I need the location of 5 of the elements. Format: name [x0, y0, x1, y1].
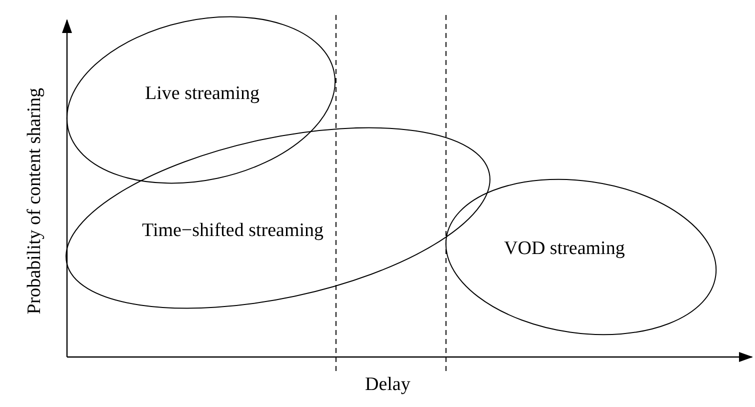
- x-axis-label: Delay: [365, 374, 410, 396]
- y-axis-label: Probability of content sharing: [24, 88, 46, 314]
- region-label: Live streaming: [145, 83, 260, 105]
- region-label: Time−shifted streaming: [142, 220, 324, 242]
- region-label: VOD streaming: [504, 238, 625, 260]
